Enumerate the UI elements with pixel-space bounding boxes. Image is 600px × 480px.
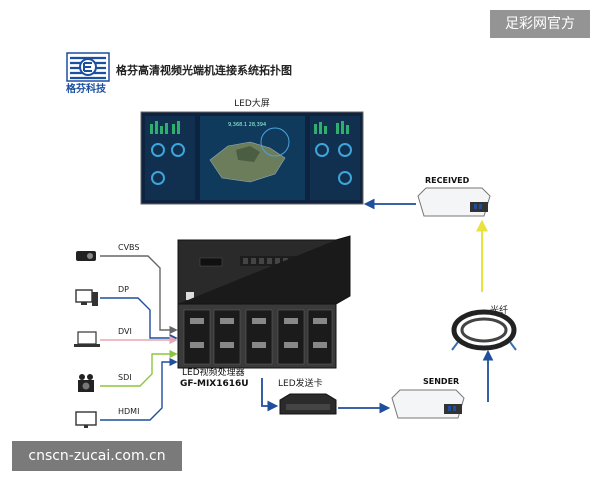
input-label-dp: DP <box>118 285 129 294</box>
projector-icon <box>76 251 96 261</box>
led-card-label: LED发送卡 <box>278 377 323 389</box>
processor-label-cn: LED视频处理器 <box>182 366 245 378</box>
sender-device <box>392 390 464 418</box>
watermark-bottom: cnscn-zucai.com.cn <box>12 441 182 471</box>
svg-text:9,368.1 28,394: 9,368.1 28,394 <box>228 122 266 128</box>
led-screen-label: LED大屏 <box>234 97 270 109</box>
received-label: RECEIVED <box>425 176 470 185</box>
video-processor <box>178 236 350 368</box>
input-label-cvbs: CVBS <box>118 243 139 252</box>
input-label-sdi: SDI <box>118 373 132 382</box>
input-label-dvi: DVI <box>118 327 132 336</box>
fiber-label: 光纤 <box>490 304 508 316</box>
sdi-line <box>100 354 176 386</box>
dp-line <box>100 298 176 338</box>
fiber-coil <box>452 312 516 350</box>
cvbs-line <box>100 256 176 330</box>
monitor-icon <box>76 412 96 428</box>
led-screen: 9,368.1 28,394 <box>141 112 363 204</box>
processor-model-label: GF-MIX1616U <box>180 379 249 389</box>
computer-icon <box>76 290 98 306</box>
sender-label: SENDER <box>423 377 459 386</box>
input-label-hdmi: HDMI <box>118 407 139 416</box>
camera-icon <box>78 374 94 392</box>
laptop-icon <box>74 332 100 347</box>
led-sending-card <box>280 394 336 414</box>
processor-to-card-line <box>262 378 276 406</box>
receiver-device <box>418 188 490 216</box>
